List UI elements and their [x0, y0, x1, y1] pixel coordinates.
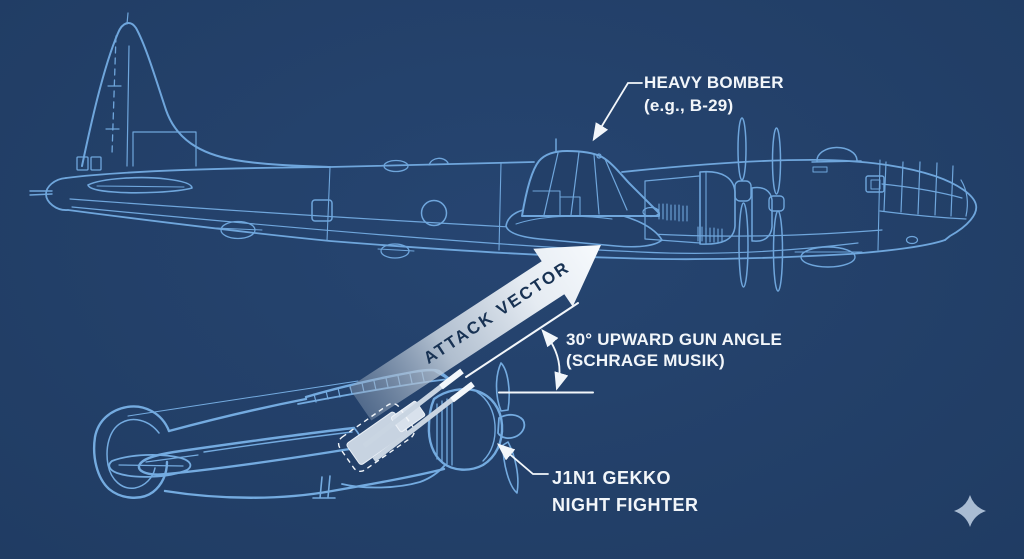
bomber-propeller-blade: [771, 127, 782, 195]
bomber-tail-gun: [29, 190, 53, 196]
fighter-belly: [163, 467, 446, 499]
bomber-leader-line: [592, 82, 643, 142]
fighter-drawing: [93, 362, 526, 499]
fighter-spine: [167, 397, 308, 433]
bomber-propeller-hub: [734, 180, 752, 202]
gun-mount-dashed-outline: [337, 402, 415, 473]
bomber-fin: [81, 22, 331, 168]
gun-breech-block: [390, 400, 426, 433]
schrage-musik-guns: [337, 368, 475, 473]
fighter-spinner: [497, 413, 526, 440]
bomber-nose-outline: [621, 158, 978, 241]
fighter-fin: [93, 405, 171, 499]
bomber-belly-blister: [800, 246, 856, 268]
fighter-wing: [137, 426, 364, 476]
fighter-leader-line: [496, 443, 549, 475]
fighter-cowling: [427, 388, 504, 471]
bomber-fin-antenna: [126, 12, 129, 25]
bomber-propeller-hub: [768, 195, 785, 212]
bomber-engine-gills: [697, 226, 723, 243]
bomber-side-window: [311, 199, 333, 222]
gun-angle-label-line1: 30° UPWARD GUN ANGLE: [566, 330, 783, 349]
bomber-tailplane: [87, 176, 193, 194]
bomber-label-line2: (e.g., B-29): [644, 96, 734, 115]
bomber-tail-window: [76, 156, 89, 171]
fighter-cowl-gills: [436, 397, 453, 466]
fighter-strut: [312, 475, 336, 499]
gun-angle-label: 30° UPWARD GUN ANGLE (SCHRAGE MUSIK): [566, 329, 782, 371]
bomber-cockpit-canopy: [521, 150, 660, 217]
angle-arc: [541, 328, 569, 391]
bomber-label-line1: HEAVY BOMBER: [644, 73, 784, 92]
fighter-far-wing-line: [127, 380, 359, 417]
bomber-label: HEAVY BOMBER (e.g., B-29): [644, 71, 784, 117]
fighter-propeller-blade: [495, 362, 510, 412]
gun-angle-label-line2: (SCHRAGE MUSIK): [566, 351, 725, 370]
fighter-label-line1: J1N1 GEKKO: [552, 468, 672, 488]
fighter-label: J1N1 GEKKO NIGHT FIGHTER: [552, 465, 699, 519]
attack-vector-arrow: [348, 245, 601, 421]
bomber-drawing: [29, 12, 978, 292]
four-point-star-icon: [954, 495, 986, 527]
bomber-propeller-blade: [738, 202, 749, 288]
bomber-tail-cone: [45, 177, 69, 211]
angle-gun-line: [465, 302, 579, 378]
bomber-engine-nacelle: [699, 170, 736, 245]
bomber-top-blister: [383, 159, 409, 173]
bomber-spine: [65, 161, 535, 179]
bomber-top-turret: [811, 146, 862, 163]
bomber-engine-nacelle: [751, 186, 773, 242]
bomber-top-blister: [428, 157, 449, 166]
bomber-blister-window: [420, 199, 448, 227]
bomber-cockpit-window: [865, 175, 885, 193]
bomber-propeller-blade: [737, 117, 747, 181]
bomber-engine-gills: [658, 203, 688, 222]
fighter-label-line2: NIGHT FIGHTER: [552, 495, 699, 515]
bomber-rudder-hinge-line: [111, 35, 117, 155]
bomber-tail-window: [90, 156, 102, 171]
gun-angle-annotation: [465, 302, 594, 394]
